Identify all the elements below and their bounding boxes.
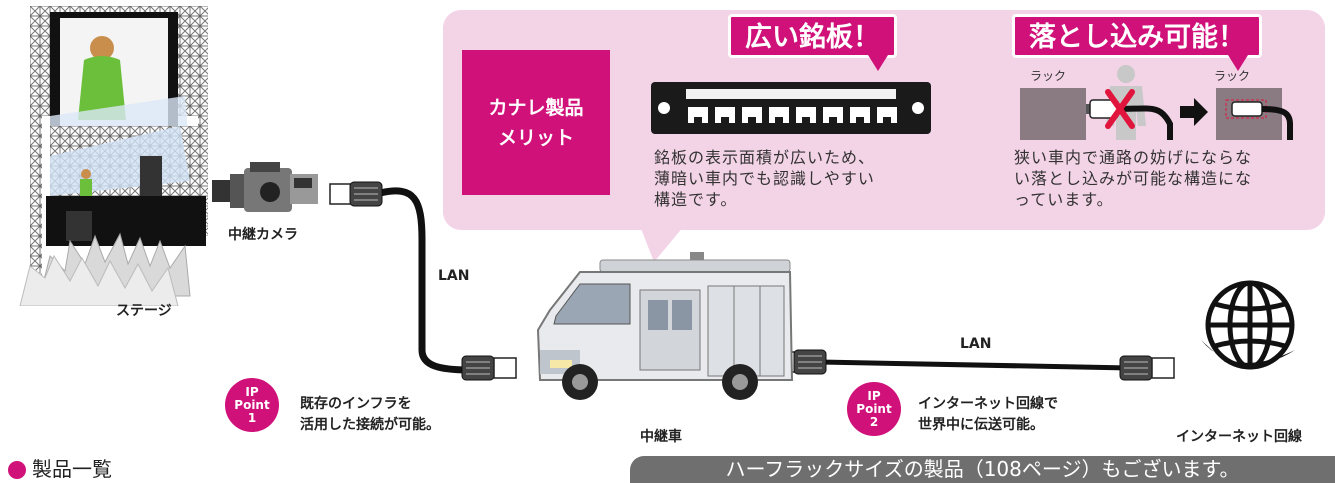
ip-point-1-badge: IP Point 1 xyxy=(225,378,279,432)
merit-desc-2: 狭い車内で通路の妨げにならな い落とし込みが可能な構造にな っています。 xyxy=(1014,148,1253,209)
rack-label-left: ラック xyxy=(1030,69,1067,83)
cross-icon xyxy=(1105,89,1135,129)
globe-icon xyxy=(1201,280,1295,370)
ip-point-1-line2: Point xyxy=(234,397,270,412)
ip-point-2-badge: IP Point 2 xyxy=(847,382,901,436)
ip-point-1-text: 既存のインフラを 活用した接続が可能。 xyxy=(300,396,440,433)
merit-callout-tail xyxy=(640,226,684,262)
lan-connector-icon xyxy=(329,181,383,207)
list-bullet-icon xyxy=(8,461,26,479)
van-label: 中継車 xyxy=(640,429,682,445)
merit-desc-1: 銘板の表示面積が広いため、 薄暗い車内でも認識しやすい 構造です。 xyxy=(654,148,876,209)
banner-wide-plate-mark: ！ xyxy=(853,22,880,53)
internet-label: インターネット回線 xyxy=(1176,429,1302,445)
banner-wide-plate: 広い銘板！ xyxy=(728,14,897,58)
camera-label: 中継カメラ xyxy=(228,227,298,243)
ip-point-2-line2: Point xyxy=(856,401,892,416)
ip-point-2-text: インターネット回線で 世界中に伝送可能。 xyxy=(918,396,1058,433)
lan-connector-icon xyxy=(461,355,517,381)
banner-drop-in-tail xyxy=(1228,55,1248,71)
rack-label-right: ラック xyxy=(1214,69,1251,83)
patch-panel-icon xyxy=(651,82,931,134)
drop-in-illustration xyxy=(1020,65,1293,140)
camera-icon xyxy=(212,162,318,212)
banner-drop-in-text: 落とし込み可能 xyxy=(1029,22,1218,53)
lan-label-1: LAN xyxy=(438,268,470,284)
stage-label: ステージ xyxy=(116,303,172,319)
half-rack-banner: ハーフラックサイズの製品（108ページ）もございます。 xyxy=(630,456,1335,483)
stage-illustration xyxy=(19,6,208,306)
lan-connector-icon xyxy=(1119,355,1175,381)
arrow-right-icon xyxy=(1180,98,1208,126)
ip-point-2-line1: IP xyxy=(867,388,881,403)
banner-wide-plate-tail xyxy=(868,55,888,71)
ip-point-1-num: 1 xyxy=(247,410,257,425)
lan-label-2: LAN xyxy=(960,336,992,352)
banner-drop-in: 落とし込み可能！ xyxy=(1012,14,1262,58)
banner-wide-plate-text: 広い銘板 xyxy=(745,22,853,53)
ip-point-2-num: 2 xyxy=(869,414,879,429)
ip-point-1-line1: IP xyxy=(245,384,259,399)
van-illustration xyxy=(536,252,794,400)
merit-label: カナレ製品 メリット xyxy=(462,50,610,195)
product-list-title: 製品一覧 xyxy=(32,457,112,481)
banner-drop-in-mark: ！ xyxy=(1218,22,1245,53)
